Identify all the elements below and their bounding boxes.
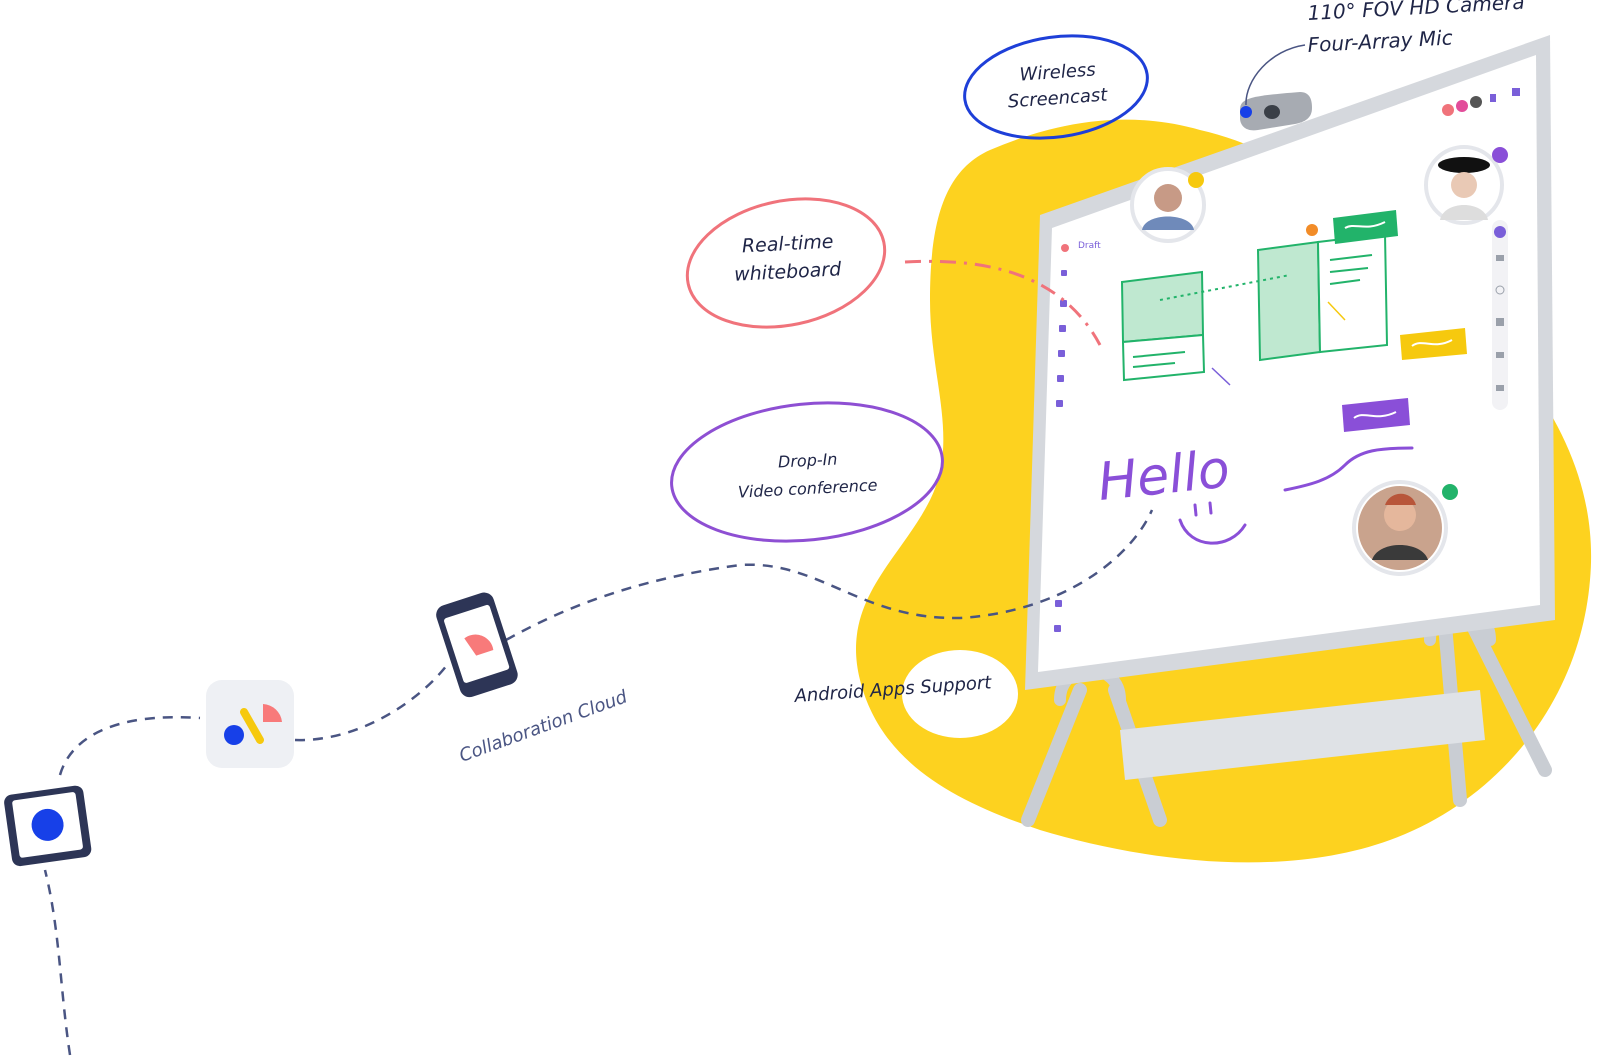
board-left-toolbar — [1054, 244, 1069, 632]
video-bubble — [670, 401, 944, 543]
green-note-left — [1120, 270, 1206, 382]
green-note-right — [1256, 232, 1389, 362]
whiteboard-connector — [904, 259, 1102, 346]
camera-dot — [1240, 106, 1252, 118]
orange-cursor-dot — [1306, 224, 1318, 236]
purple-speech-tag — [1342, 398, 1410, 432]
board-right-toolbar — [1492, 220, 1508, 410]
tablet-icon — [4, 785, 92, 867]
easel-tray — [1120, 690, 1485, 780]
purple-squiggle — [1283, 446, 1414, 492]
camera-label-line2: Four-Array Mic — [1307, 25, 1453, 57]
green-dotted-connector — [1159, 274, 1291, 301]
whiteboard-bubble — [685, 197, 887, 329]
phone-icon — [436, 592, 518, 698]
dashed-path-main — [43, 509, 1154, 1056]
avatar-man-glasses — [1352, 480, 1458, 576]
camera-icon — [1240, 92, 1312, 131]
board-tab-label[interactable]: Draft — [1078, 241, 1101, 251]
camera-label-line1: 110° FOV HD Camera — [1307, 0, 1525, 25]
whiteboard-label-line1: Real-time — [741, 231, 834, 258]
arrow-marker-left — [1211, 367, 1231, 386]
whiteboard-label-line2: whiteboard — [734, 258, 843, 286]
screencast-label-line1: Wireless — [1019, 59, 1096, 85]
screencast-bubble — [963, 34, 1149, 140]
board-top-icons — [1442, 88, 1520, 116]
avatar-man-top — [1130, 167, 1206, 243]
screencast-label-line2: Screencast — [1007, 84, 1109, 112]
collab-cloud-label: Collaboration Cloud — [457, 686, 631, 767]
avatar-woman — [1424, 145, 1508, 225]
video-label-line1: Drop-In — [778, 449, 838, 471]
smiley-face — [1178, 501, 1247, 545]
app-logo-icon — [206, 680, 294, 768]
yellow-speech-tag — [1400, 328, 1467, 360]
video-label-line2: Video conference — [737, 475, 878, 501]
green-speech-tag — [1333, 210, 1398, 244]
android-bubble — [902, 650, 1018, 738]
camera-leader-line — [1245, 44, 1306, 106]
arrow-marker-right — [1327, 301, 1346, 321]
hello-handwriting: Hello — [1095, 439, 1232, 512]
